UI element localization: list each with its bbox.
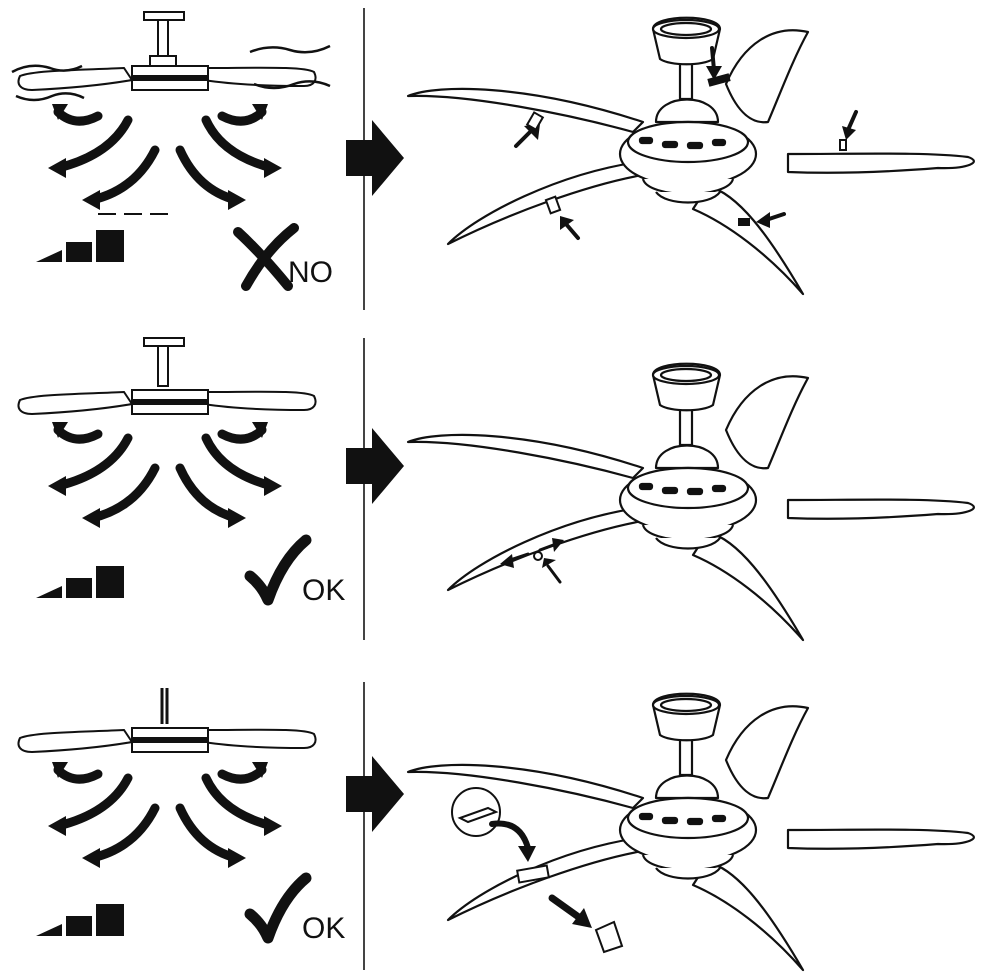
verdict-label-ok: OK — [302, 574, 345, 607]
speed-level-icon — [36, 904, 124, 936]
weight-installation-fan-illustration — [406, 692, 975, 972]
clip-position-fan-illustration — [406, 362, 975, 642]
right-arrow-icon — [346, 756, 404, 832]
right-arrow-icon — [346, 120, 404, 196]
panel-1-unbalanced: NO — [11, 8, 975, 310]
right-arrow-icon — [346, 428, 404, 504]
airflow-arrows-icon — [48, 762, 282, 868]
side-fan-illustration — [17, 337, 317, 415]
check-icon — [244, 872, 312, 944]
speed-level-icon — [36, 230, 124, 262]
airflow-arrows-icon — [48, 422, 282, 528]
verdict-label-no: NO — [288, 256, 333, 289]
panel-2-testing: OK — [17, 337, 975, 642]
check-icon — [244, 534, 312, 606]
balancing-weights-fan-illustration — [406, 16, 975, 296]
speed-level-icon — [36, 566, 124, 598]
airflow-arrows-icon — [48, 104, 282, 210]
verdict-label-ok: OK — [302, 912, 345, 945]
panel-3-weight-applied: OK — [17, 682, 975, 972]
side-fan-illustration — [17, 688, 317, 753]
unbalanced-side-fan-illustration — [11, 11, 331, 102]
cross-icon — [233, 223, 299, 291]
